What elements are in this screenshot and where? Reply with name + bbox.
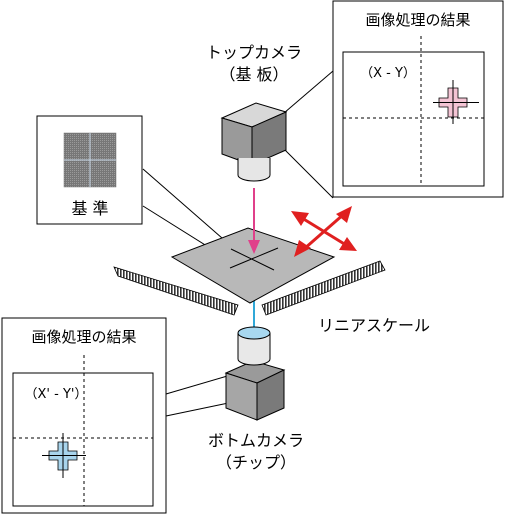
cross-mark-icon (433, 80, 479, 124)
linear-scale-label: リニアスケール (318, 316, 430, 335)
bottom-lens (237, 326, 271, 340)
top-result-panel (332, 0, 504, 198)
bottom-result-title: 画像処理の結果 (31, 328, 136, 346)
reference-panel (36, 115, 143, 225)
top-result-title: 画像処理の結果 (365, 11, 470, 29)
top-result-coord: （X - Y） (360, 66, 416, 81)
bottom-result-coord: （X' - Y'） (25, 387, 88, 402)
linear-scale (113, 260, 386, 316)
four-way-arrow-icon (291, 206, 357, 257)
bottom-camera-label: ボトムカメラ (208, 431, 304, 450)
top-camera-label: トップカメラ (206, 43, 302, 62)
substrate (170, 227, 336, 304)
reference-label: 基 準 (71, 199, 108, 218)
bottom-camera (224, 326, 286, 421)
top-camera-sublabel: （基 板） (219, 65, 288, 84)
top-camera (220, 102, 288, 182)
bottom-result-panel (1, 317, 167, 514)
bottom-camera-sublabel: （チップ） (216, 453, 296, 472)
pink-arrow-icon (248, 188, 260, 254)
cross-mark-icon (42, 433, 86, 478)
